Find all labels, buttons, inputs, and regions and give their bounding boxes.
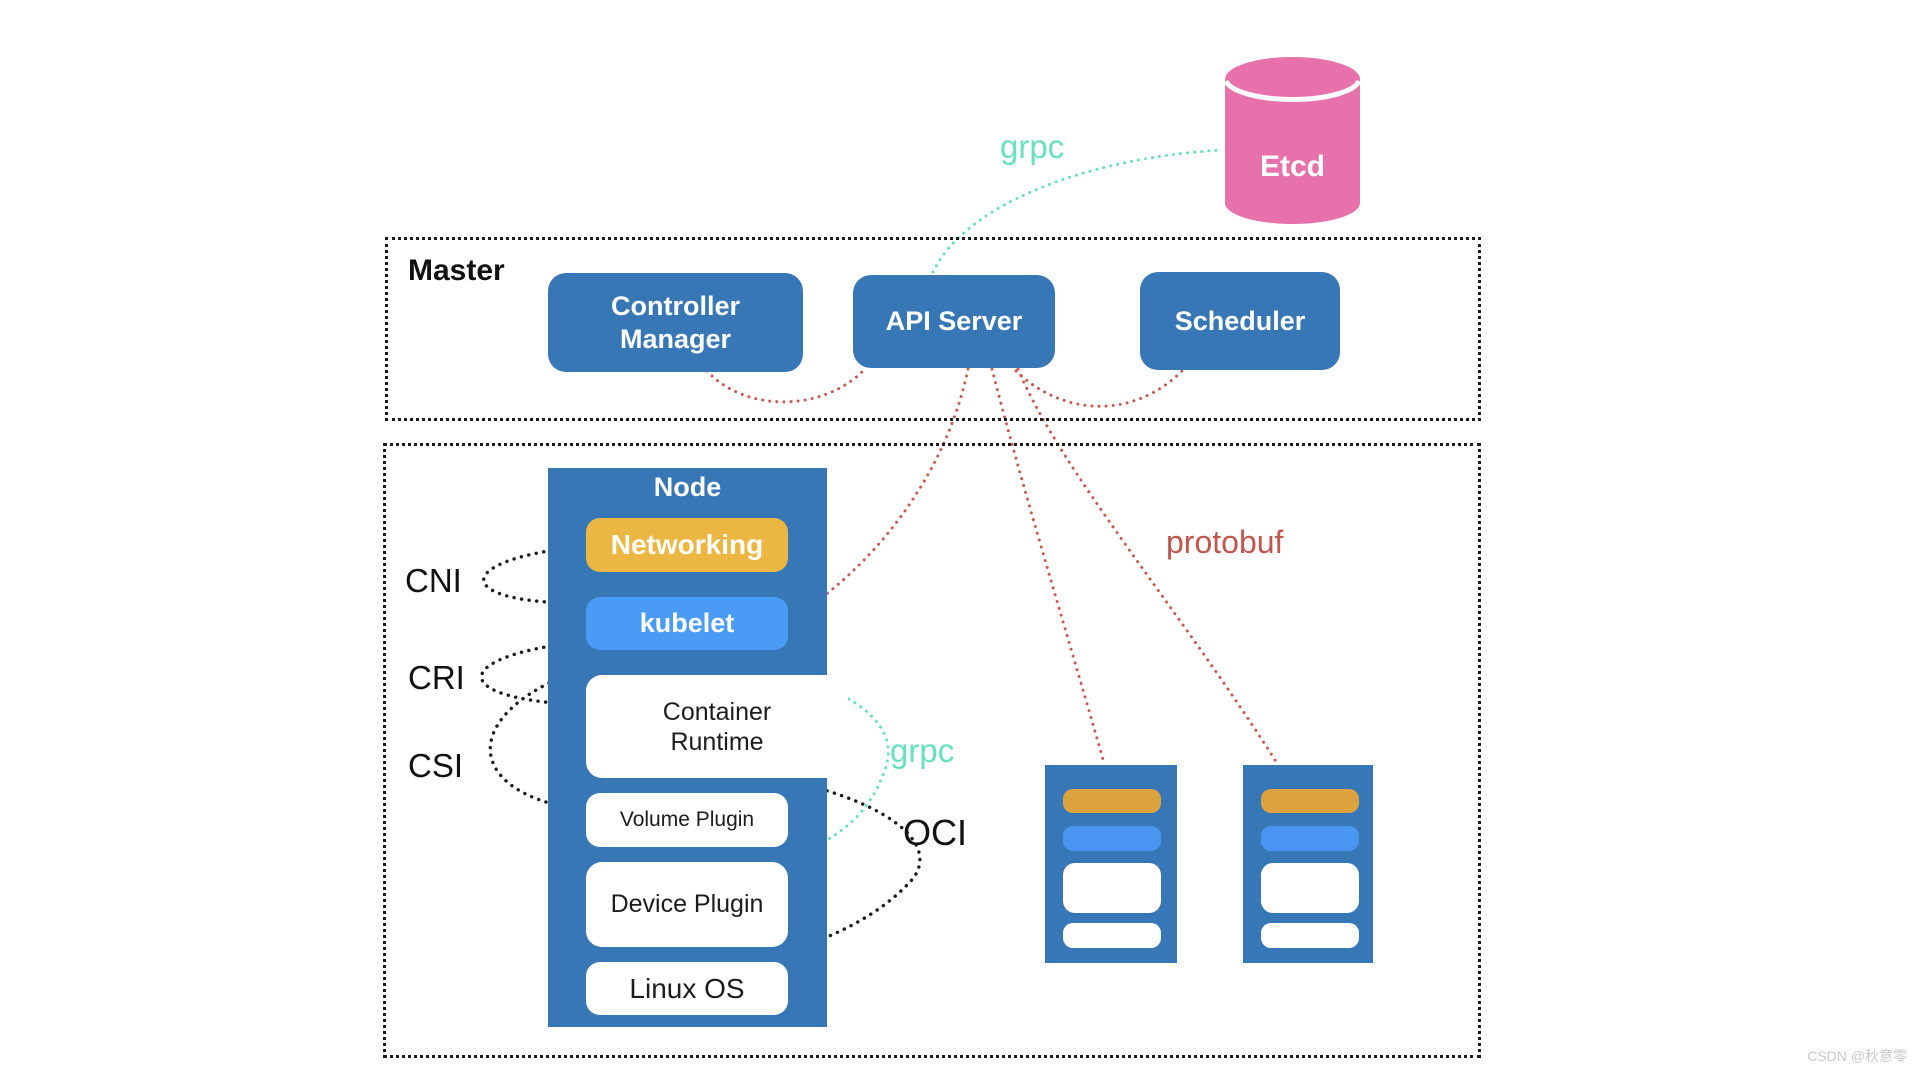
master-title: Master bbox=[408, 254, 505, 287]
mini-runtime-bar bbox=[1063, 863, 1161, 913]
mini-os-bar bbox=[1063, 923, 1161, 948]
networking-box: Networking bbox=[586, 518, 788, 572]
node-title: Node bbox=[653, 472, 722, 502]
protobuf-label: protobuf bbox=[1166, 524, 1284, 560]
csi-label: CSI bbox=[408, 747, 464, 784]
grpc-runtime-label: grpc bbox=[890, 732, 955, 769]
watermark: CSDN @秋意零 bbox=[1807, 1048, 1907, 1064]
grpc-etcd-label: grpc bbox=[1000, 128, 1065, 165]
mini-runtime-bar bbox=[1261, 863, 1359, 913]
worker-node-2 bbox=[1243, 765, 1373, 963]
scheduler-box: Scheduler bbox=[1140, 272, 1340, 370]
mini-networking-bar bbox=[1261, 789, 1359, 813]
api-server-box: API Server bbox=[853, 275, 1055, 368]
worker-node-1 bbox=[1045, 765, 1177, 963]
kubelet-box: kubelet bbox=[586, 597, 788, 650]
linux-os-box: Linux OS bbox=[586, 962, 788, 1015]
mini-kubelet-bar bbox=[1261, 826, 1359, 851]
volume-plugin-box: Volume Plugin bbox=[586, 793, 788, 847]
etcd-cylinder-icon bbox=[1223, 57, 1362, 224]
controller-manager-box: Controller Manager bbox=[548, 273, 803, 372]
cluster-group-box bbox=[383, 443, 1481, 1058]
mini-networking-bar bbox=[1063, 789, 1161, 813]
device-plugin-box: Device Plugin bbox=[586, 862, 788, 947]
etcd-label: Etcd bbox=[1259, 150, 1325, 183]
cni-label: CNI bbox=[405, 562, 462, 599]
node-column: Node Networking kubelet Container Runtim… bbox=[548, 468, 848, 1027]
mini-os-bar bbox=[1261, 923, 1359, 948]
etcd-database: Etcd bbox=[1223, 55, 1362, 227]
cri-label: CRI bbox=[408, 659, 465, 696]
mini-kubelet-bar bbox=[1063, 826, 1161, 851]
master-group-box bbox=[385, 237, 1481, 421]
container-runtime-box: Container Runtime bbox=[586, 675, 848, 778]
oci-label: OCI bbox=[903, 812, 968, 853]
